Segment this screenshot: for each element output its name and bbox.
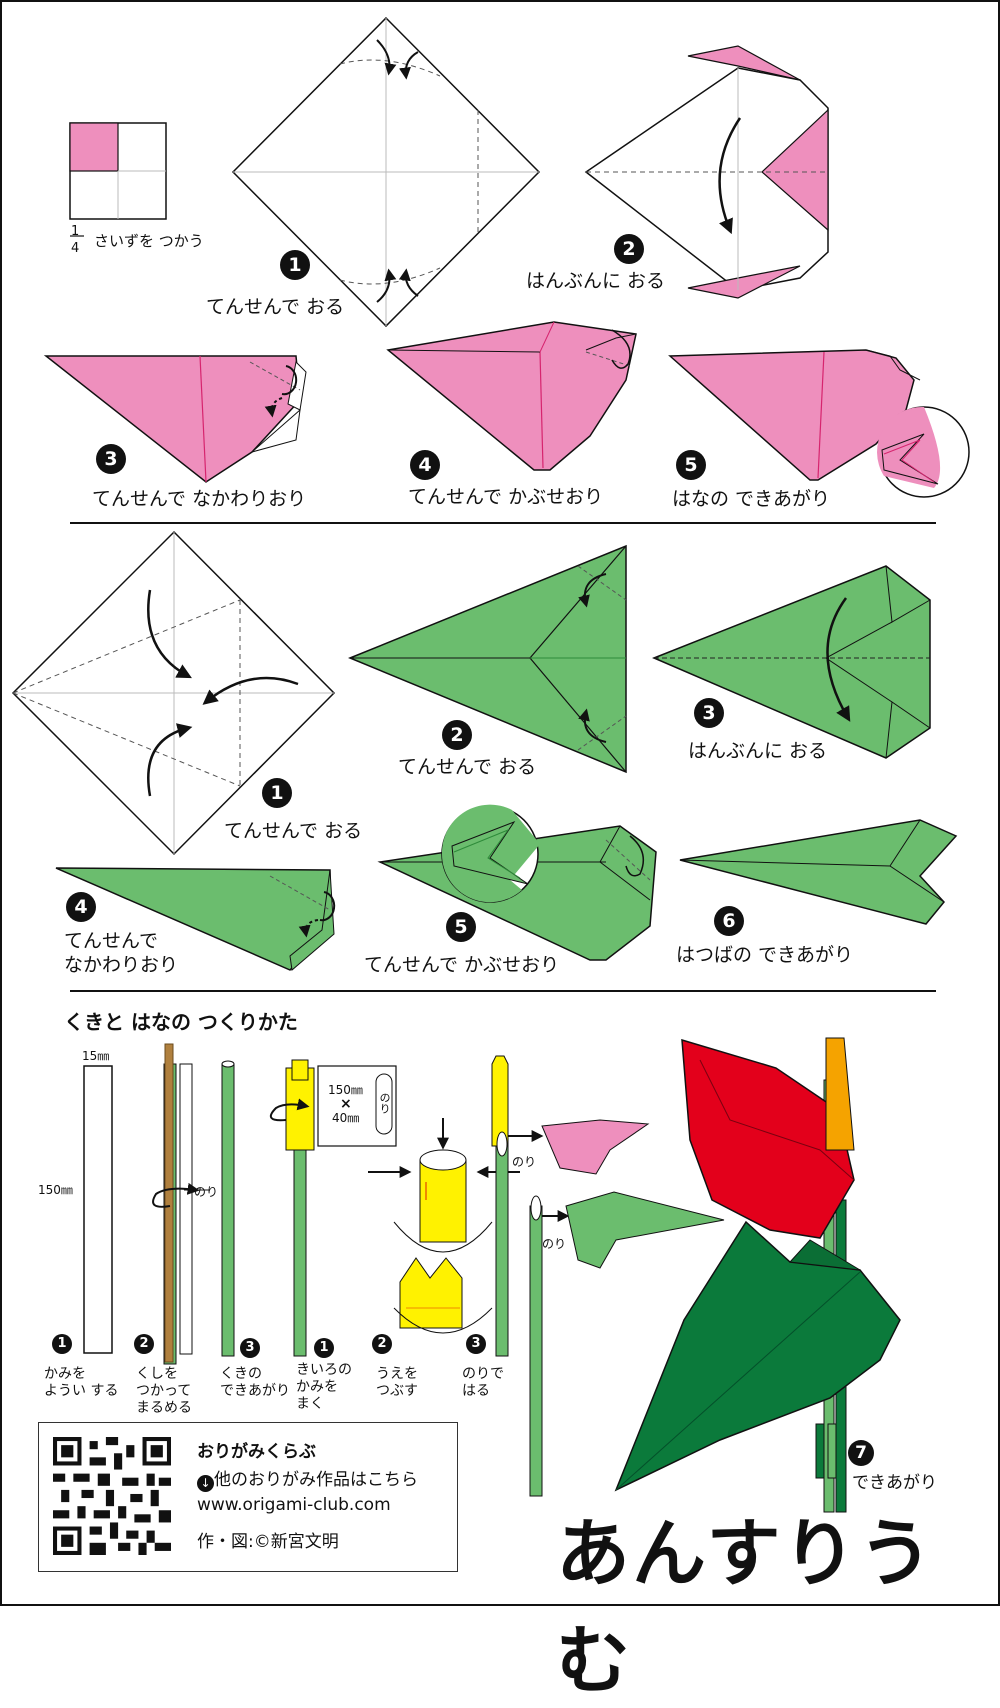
- spadix-step2-line2: つぶす: [376, 1383, 418, 1399]
- spadix-step1-line2: かみを: [296, 1379, 338, 1395]
- section-divider: [70, 990, 936, 992]
- stem-step2-line3: まるめる: [136, 1400, 192, 1416]
- leaf-step3-number: 3: [694, 698, 724, 728]
- leaf-step4-number: 4: [66, 892, 96, 922]
- page-title: あんすりうむ: [556, 1511, 935, 1704]
- leaf-step6-number: 6: [714, 906, 744, 936]
- glue-label-flower: のり: [512, 1155, 537, 1169]
- down-arrow-icon: ↓: [197, 1475, 214, 1492]
- stem-heading: くきと はなの つくりかた: [64, 1010, 298, 1034]
- site-name: おりがみくらぶ: [197, 1442, 316, 1462]
- quarter-size-icon: [69, 122, 167, 220]
- site-url[interactable]: www.origami-club.com: [197, 1495, 391, 1515]
- final-flower-figure: [614, 1037, 901, 1513]
- leaf-step1-figure: [11, 530, 336, 856]
- flower-step2-number: 2: [614, 234, 644, 264]
- spadix-step2-number: 2: [372, 1334, 392, 1354]
- paper-size-b: 40㎜: [332, 1111, 360, 1125]
- spadix-wrap-figure: [269, 1059, 397, 1357]
- section-divider: [70, 522, 936, 524]
- leaf-step5-figure: [377, 804, 657, 961]
- stem-step3-number: 3: [240, 1338, 260, 1358]
- stem-step1-line2: ようい する: [44, 1383, 119, 1399]
- flower-step1-figure: [231, 16, 541, 328]
- flower-step5-text: はなの できあがり: [672, 488, 831, 510]
- spadix-step1-line1: きいろの: [296, 1362, 352, 1378]
- glue-label-leaf: のり: [542, 1237, 567, 1251]
- spadix-step2-line1: うえを: [376, 1366, 418, 1382]
- stem-height-label: 150㎜: [38, 1183, 73, 1197]
- leaf-step2-text: てんせんで おる: [398, 756, 537, 778]
- leaf-step6-text: はつばの できあがり: [676, 944, 854, 966]
- spadix-press-figure: [368, 1118, 520, 1334]
- flower-step3-figure: [43, 355, 307, 483]
- stem-width-label: 15㎜: [82, 1049, 110, 1063]
- stem-finished-figure: [221, 1060, 235, 1357]
- glue-stem-figure: [491, 1055, 725, 1497]
- final-step-number: 7: [848, 1440, 874, 1466]
- other-works-text: 他のおりがみ作品はこちら: [214, 1470, 418, 1490]
- other-works-link[interactable]: ↓他のおりがみ作品はこちら: [197, 1465, 418, 1492]
- flower-step2-text: はんぶんに おる: [526, 270, 666, 292]
- leaf-step3-text: はんぶんに おる: [688, 740, 828, 762]
- flower-step3-text: てんせんで なかわりおり: [92, 488, 307, 510]
- leaf-step6-figure: [679, 819, 958, 925]
- flower-step4-number: 4: [410, 450, 440, 480]
- flower-step3-number: 3: [96, 444, 126, 474]
- qr-code[interactable]: [53, 1437, 171, 1555]
- final-step-text: できあがり: [852, 1473, 937, 1493]
- leaf-step4-figure: [55, 867, 336, 971]
- stem-step3-line1: くきの: [220, 1366, 262, 1382]
- glue-step3-line1: のりで: [462, 1366, 504, 1382]
- stem-roll-figure: [152, 1043, 210, 1365]
- leaf-step1-text: てんせんで おる: [224, 820, 363, 842]
- credit: 作・図:©新宮文明: [197, 1532, 339, 1552]
- leaf-step3-figure: [652, 565, 931, 759]
- stem-step2-line1: くしを: [136, 1366, 178, 1382]
- flower-step2-figure: [584, 45, 829, 299]
- leaf-step5-number: 5: [446, 912, 476, 942]
- spadix-step1-line3: まく: [296, 1396, 324, 1412]
- flower-step4-figure: [386, 321, 637, 471]
- flower-step1-text: てんせんで おる: [206, 296, 345, 318]
- flower-step5-figure: [668, 349, 970, 498]
- paper-size-x: ×: [340, 1096, 352, 1112]
- glue-label: のり: [194, 1185, 219, 1199]
- stem-step3-line2: できあがり: [220, 1383, 290, 1399]
- paper-glue-label: のり: [378, 1092, 391, 1114]
- spadix-step1-number: 1: [314, 1338, 334, 1358]
- glue-step3-number: 3: [466, 1334, 486, 1354]
- leaf-step1-number: 1: [262, 778, 292, 808]
- leaf-step2-number: 2: [442, 720, 472, 750]
- leaf-step4-text-line1: てんせんで: [64, 930, 159, 952]
- quarter-den: 4: [71, 241, 80, 256]
- quarter-num: 1: [71, 224, 80, 239]
- leaf-step2-figure: [348, 544, 627, 774]
- paper-size-a: 150㎜: [328, 1083, 363, 1097]
- glue-step3-line2: はる: [462, 1383, 490, 1399]
- stem-step2-number: 2: [134, 1334, 154, 1354]
- diagram-artwork: [0, 0, 1000, 1606]
- leaf-step4-text-line2: なかわりおり: [64, 954, 179, 976]
- stem-step1-number: 1: [52, 1334, 72, 1354]
- stem-step2-line2: つかって: [136, 1383, 192, 1399]
- page-border: [0, 0, 1000, 1606]
- flower-step5-number: 5: [676, 450, 706, 480]
- quarter-text: さいずを つかう: [94, 232, 204, 250]
- flower-step1-number: 1: [280, 250, 310, 280]
- flower-step4-text: てんせんで かぶせおり: [408, 486, 604, 508]
- stem-step1-line1: かみを: [44, 1366, 86, 1382]
- leaf-step5-text: てんせんで かぶせおり: [364, 954, 560, 976]
- site-info-box: おりがみくらぶ ↓他のおりがみ作品はこちら www.origami-club.c…: [38, 1422, 458, 1572]
- stem-paper-figure: [83, 1065, 113, 1354]
